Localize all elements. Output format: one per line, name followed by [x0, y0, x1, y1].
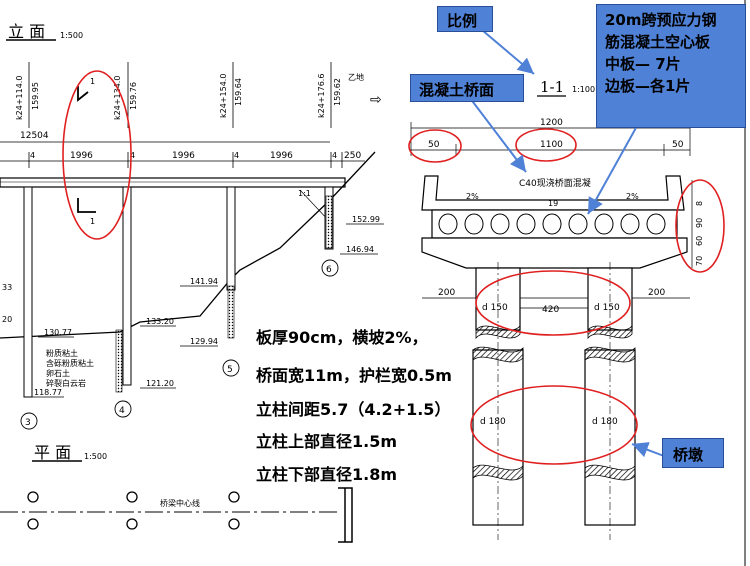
station-elev: 159.62	[333, 78, 342, 106]
station-label: k24+176.6	[317, 74, 326, 118]
level-mark: 118.77	[34, 388, 62, 397]
span-dim: 1996	[172, 151, 195, 161]
section-scale: 1:100	[572, 85, 595, 94]
callout-slab: 20m跨预应力钢 筋混凝土空心板 中板— 7片 边板—各1片	[596, 4, 746, 128]
lower-diameter: d 180	[480, 417, 506, 427]
plan-scale: 1:500	[84, 452, 107, 461]
pavement-label: C40现浇桥面混凝	[519, 177, 591, 189]
callout-slab-line: 中板— 7片	[605, 55, 681, 73]
note-line: 立柱间距5.7（4.2+1.5）	[256, 400, 451, 419]
slope-label: 1:1	[298, 189, 311, 198]
elevation-scale: 1:500	[60, 31, 83, 40]
cross-section-view: 1-1 1:100 1200 50 1100 50 19	[410, 78, 704, 540]
upper-diameter: d 150	[594, 303, 620, 313]
railing-dim: 50	[428, 140, 440, 150]
plan-title: 平 面	[34, 443, 71, 462]
note-line: 立柱下部直径1.8m	[256, 465, 398, 484]
level-mark: 141.94	[190, 277, 218, 286]
pier-number: 3	[25, 418, 31, 428]
note-line: 板厚90cm，横坡2%，	[256, 328, 428, 347]
soil-layer: 粉质粘土	[46, 348, 78, 358]
station-label: k24+154.0	[219, 74, 228, 118]
note-line: 立柱上部直径1.5m	[256, 432, 398, 451]
cap-dim: 420	[542, 305, 559, 315]
height-dim: 8	[695, 201, 704, 206]
upper-diameter: d 150	[482, 303, 508, 313]
span-dim: 4	[234, 151, 239, 160]
pier-number: 5	[227, 365, 233, 375]
direction-arrow-icon: ⇨	[370, 92, 382, 108]
span-dim: 4	[332, 151, 337, 160]
elevation-view: 立 面 1:500 k24+114.0 159.95 k24+134.0 159…	[0, 22, 384, 430]
plan-abutment	[338, 487, 353, 543]
callout-deck: 混凝土桥面	[410, 74, 524, 102]
level-mark: 133.20	[146, 317, 174, 326]
span-dim: 250	[344, 151, 361, 161]
cap-dim: 200	[438, 288, 455, 298]
level-mark: 130.77	[44, 328, 72, 337]
callout-scale: 比例	[437, 6, 493, 32]
callout-slab-line: 筋混凝土空心板	[605, 33, 711, 51]
direction-label: 乙地	[348, 72, 364, 82]
cross-slope: 2%	[466, 192, 479, 201]
note-line: 桥面宽11m，护栏宽0.5m	[256, 366, 452, 385]
level-mark: 129.94	[190, 337, 218, 346]
borehole-column	[325, 195, 333, 249]
station-label: k24+134.0	[113, 76, 122, 120]
span-dim: 4	[30, 151, 35, 160]
overall-dim: 12504	[20, 131, 49, 141]
level-mark: 146.94	[346, 245, 374, 254]
station-elev: 159.95	[31, 82, 40, 110]
callout-pier: 桥墩	[662, 438, 724, 468]
station-label: k24+114.0	[15, 76, 24, 120]
cross-slope: 2%	[626, 192, 639, 201]
callout-slab-line: 20m跨预应力钢	[605, 11, 717, 29]
section-mark: 1	[90, 217, 95, 226]
slab-number: 19	[548, 199, 558, 208]
soil-layer: 碎裂白云岩	[46, 378, 86, 388]
callout-arrows	[469, 29, 665, 458]
carriageway-dim: 1100	[540, 140, 563, 150]
deck-girder	[0, 177, 346, 188]
pier-number: 6	[326, 265, 332, 275]
cap-dim: 200	[648, 288, 665, 298]
section-mark: 1	[90, 77, 95, 86]
lower-diameter: d 180	[592, 417, 618, 427]
plan-pile-marks	[27, 491, 240, 530]
height-dim: 70	[695, 256, 704, 266]
cap-beam	[421, 237, 688, 269]
soil-layer: 卵石土	[46, 368, 70, 378]
pier-number: 4	[119, 406, 125, 416]
railing-dim: 50	[672, 140, 684, 150]
level-mark: 33	[2, 283, 12, 292]
level-mark: 152.99	[352, 215, 380, 224]
plan-centerline-label: 桥梁中心线	[160, 498, 200, 508]
soil-layer: 含砾粉质粘土	[46, 358, 94, 368]
total-width-dim: 1200	[540, 118, 563, 128]
highlight-ellipses	[62, 70, 725, 465]
elevation-title: 立 面	[8, 22, 45, 41]
height-dim: 90	[695, 218, 704, 228]
hollow-cores	[438, 213, 666, 235]
span-dim: 1996	[70, 151, 93, 161]
callout-slab-line: 边板—各1片	[605, 77, 691, 95]
span-dim: 1996	[270, 151, 293, 161]
span-dim: 4	[130, 151, 135, 160]
plan-view: 平 面 1:500 桥梁中心线	[0, 443, 353, 543]
height-dim: 60	[695, 236, 704, 246]
station-elev: 159.76	[129, 82, 138, 110]
borehole-column	[115, 329, 123, 393]
level-mark: 20	[2, 315, 12, 324]
level-mark: 121.20	[146, 379, 174, 388]
borehole-column	[227, 285, 235, 339]
station-elev: 159.64	[234, 78, 243, 106]
section-title: 1-1	[540, 78, 564, 96]
